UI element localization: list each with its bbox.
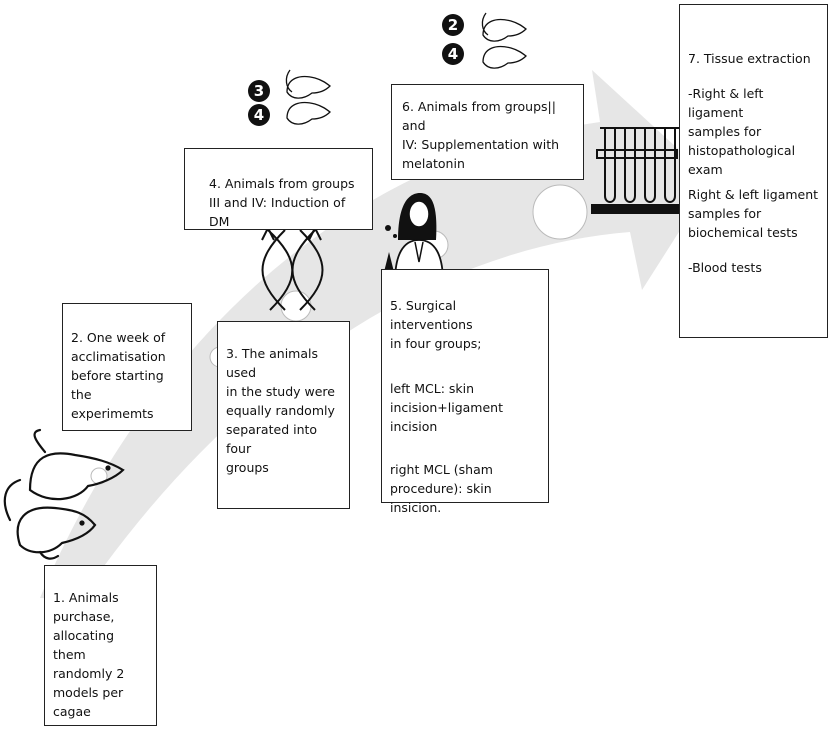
step-5-title: 5. Surgical interventions in four groups… (390, 298, 482, 351)
step-4-text: 4. Animals from groups III and IV: Induc… (209, 176, 355, 229)
step-7-box: 7. Tissue extraction -Right & left ligam… (679, 4, 828, 338)
step-5-left-mcl: left MCL: skin incision+ligament incisio… (390, 381, 504, 434)
step-2-box: 2. One week of acclimatisation before st… (62, 303, 192, 431)
step-5-right-mcl: right MCL (sham procedure): skin insicio… (390, 462, 493, 515)
rat-pair-icon (3, 428, 125, 560)
step-3-text: 3. The animals used in the study were eq… (226, 346, 335, 475)
step-7-item-histopathology: -Right & left ligament samples for histo… (688, 86, 796, 177)
step-4-box: 4. Animals from groups III and IV: Induc… (184, 148, 373, 230)
test-tube-rack-icon (591, 127, 683, 214)
rat-pair-small-icon (481, 12, 527, 69)
step-marker-circle (532, 184, 588, 240)
step-3-box: 3. The animals used in the study were eq… (217, 321, 350, 509)
group-badge: 4 (442, 43, 464, 65)
group-badge: 2 (442, 14, 464, 36)
step-6-box: 6. Animals from groups|| and IV: Supplem… (391, 84, 584, 180)
group-badge: 4 (248, 104, 270, 126)
step-7-item-blood: -Blood tests (688, 260, 762, 275)
step-7-item-biochemical: Right & left ligament samples for bioche… (688, 187, 819, 240)
step-7-title: 7. Tissue extraction (688, 51, 811, 66)
dna-helix-icon (261, 225, 324, 311)
rat-pair-small-icon (285, 69, 331, 125)
group-badge: 3 (248, 80, 270, 102)
step-2-text: 2. One week of acclimatisation before st… (71, 330, 166, 421)
step-marker-circle (280, 290, 312, 322)
step-6-text: 6. Animals from groups|| and IV: Supplem… (402, 99, 560, 171)
step-1-text: 1. Animals purchase, allocating them ran… (53, 590, 125, 719)
step-5-box: 5. Surgical interventions in four groups… (381, 269, 549, 515)
step-1-box: 1. Animals purchase, allocating them ran… (44, 565, 157, 726)
